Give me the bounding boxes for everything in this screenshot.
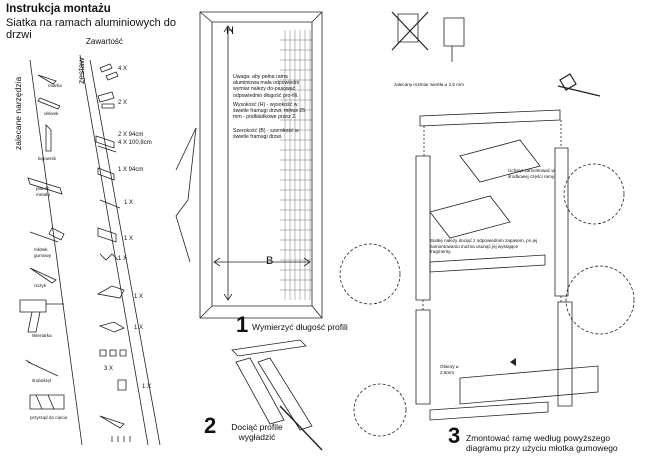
miter-box-icon [29,394,65,410]
tool-label: śrubokręt [32,378,52,383]
lever-icon [99,415,125,429]
qty-label: 4 X [118,66,128,72]
qty-label: 1 X 94cm [118,167,144,173]
mesh-fit-callout: Siatkę należy dociąć z odpowiednim zapas… [430,238,538,254]
mesh-roll-icon [97,227,117,243]
step-text: Wymierzyć długość profili [252,322,348,332]
screwdriver-icon [25,359,59,377]
tool-label: Wiertarka [32,333,52,338]
step-number: 2 [204,413,217,438]
tool-label: kątownik [38,156,56,161]
step-text: Zmontować ramę według powyższego diagram… [466,433,618,453]
holes-callout: Otwory ⌀ 2,5mm [440,364,459,375]
frame-assembly-drawing [339,11,635,437]
folding-rule-drawing [175,127,197,263]
height-label: H [226,25,234,37]
hook-icon [98,321,125,333]
page-subtitle: Siatka na ramach aluminiowych do drzwi [6,17,176,41]
clip-icon [117,379,127,391]
handle-icon [96,285,125,299]
step-text: Dociąć profile wygładzić [231,422,283,442]
qty-label: 1 X [124,236,134,242]
top-cutout-callout: Uchwyt zamontować w środkowej części ram… [508,168,556,179]
kit-heading: Zawartość [86,37,123,46]
width-label: B [266,255,274,267]
page-title: Instrukcja montażu [6,3,111,15]
square-ruler-icon [45,124,52,152]
drill-callout: zalecany rozmiar wiertła ⌀ 2,5 mm [394,82,464,87]
tool-label: młotek gumowy [34,247,52,258]
tool-label: miarka [48,83,62,88]
tool-label: ołówek [44,111,59,116]
tape-measure-icon [37,74,57,85]
bar-icon [99,199,121,209]
knife-icon [29,267,57,284]
pencil-icon [37,97,61,110]
qty-label: 4 X 100,8cm [118,140,152,146]
door-frame-drawing [199,11,323,319]
qty-label: 3 X [104,366,114,372]
profile-long-icon [95,135,117,153]
measure-note-3: Szerokość (B) - szerokość w świetle fram… [233,128,299,141]
corner-connector-icon [99,63,119,81]
qty-label: 1 X [134,294,144,300]
qty-label: 1 X [134,325,144,331]
qty-label: 1 X [124,200,134,206]
hammer-icon [29,227,65,243]
middle-connector-icon [97,91,115,109]
saw-icon [27,177,63,195]
step-number: 1 [236,312,249,337]
drill-icon [19,299,64,333]
profile-short-icon [97,167,115,181]
measure-note-1: Uwaga: aby pełna rama aluminiowa mała od… [233,74,300,99]
qty-label: 2 X 94cm [118,132,144,138]
gasket-icon [99,253,119,261]
tool-label: nożyk [34,283,47,288]
qty-label: 1 X [142,384,152,390]
tool-label: piła do metalu [36,186,50,197]
tool-label: przyrząd do cięcia [30,415,68,420]
measure-note-2: Wysokość (H) - wysokość w świetle framug… [233,102,306,121]
profile-cutting-drawing [231,339,323,451]
screw-pack-icon [99,349,127,357]
step-number: 3 [448,423,461,448]
qty-label: 2 X [118,100,128,106]
qty-label: 1 X [118,256,128,262]
